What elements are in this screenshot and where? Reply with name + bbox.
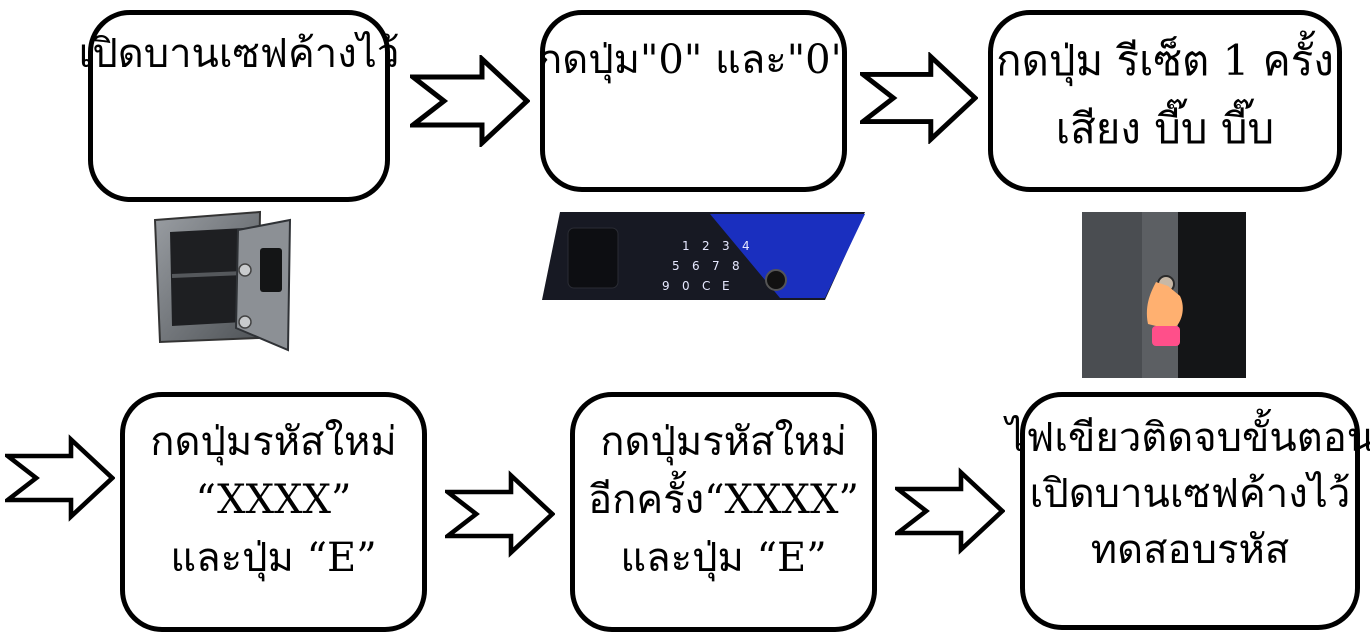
step-1-box: เปิดบานเซฟค้างไว้ (79, 10, 399, 202)
svg-text:3: 3 (722, 239, 730, 253)
step-6-box: ไฟเขียวติดจบขั้นตอน เปิดบานเซฟค้างไว้ ทด… (1006, 392, 1370, 630)
step-1-line-1: เปิดบานเซฟค้างไว้ (78, 31, 400, 77)
svg-text:0: 0 (682, 279, 690, 293)
step-5-box: กดปุ่มรหัสใหม่ อีกครั้ง“XXXX” และปุ่ม “E… (570, 392, 877, 632)
svg-text:2: 2 (702, 239, 710, 253)
step-6-line-2: เปิดบานเซฟค้างไว้ (1029, 471, 1351, 517)
reset-button-photo (1082, 212, 1246, 378)
svg-text:6: 6 (692, 259, 700, 273)
step-6-line-1: ไฟเขียวติดจบขั้นตอน (1005, 415, 1370, 461)
right-arrow-icon (5, 432, 115, 524)
svg-text:7: 7 (712, 259, 720, 273)
svg-text:C: C (702, 279, 710, 293)
step-3-line-2: เสียง บี๊บ บี๊บ (1055, 104, 1275, 154)
step-4-line-2: “XXXX” (195, 477, 352, 523)
step-4-box: กดปุ่มรหัสใหม่ “XXXX” และปุ่ม “E” (120, 392, 427, 632)
svg-text:E: E (722, 279, 730, 293)
right-arrow-icon (895, 465, 1005, 557)
right-arrow-icon (445, 468, 555, 560)
svg-text:4: 4 (742, 239, 750, 253)
svg-text:1: 1 (682, 239, 690, 253)
step-4-line-3: และปุ่ม “E” (170, 535, 377, 581)
step-6-line-3: ทดสอบรหัส (1090, 527, 1290, 573)
step-5-line-1: กดปุ่มรหัสใหม่ (600, 419, 847, 465)
svg-text:5: 5 (672, 259, 680, 273)
open-safe-image (150, 210, 300, 360)
right-arrow-icon (410, 55, 530, 147)
step-4-line-1: กดปุ่มรหัสใหม่ (150, 419, 397, 465)
svg-text:8: 8 (732, 259, 740, 273)
step-3-line-1: กดปุ่ม รีเซ็ต 1 ครั้ง (996, 36, 1334, 85)
step-5-line-2: อีกครั้ง“XXXX” (588, 477, 859, 523)
right-arrow-icon (860, 52, 978, 144)
svg-text:9: 9 (662, 279, 670, 293)
step-2-box: กดปุ่ม"0" และ"0" (538, 10, 849, 192)
step-5-line-3: และปุ่ม “E” (620, 535, 827, 581)
step-3-box: กดปุ่ม รีเซ็ต 1 ครั้ง เสียง บี๊บ บี๊บ (988, 10, 1342, 192)
step-2-line-1: กดปุ่ม"0" และ"0" (538, 37, 849, 83)
